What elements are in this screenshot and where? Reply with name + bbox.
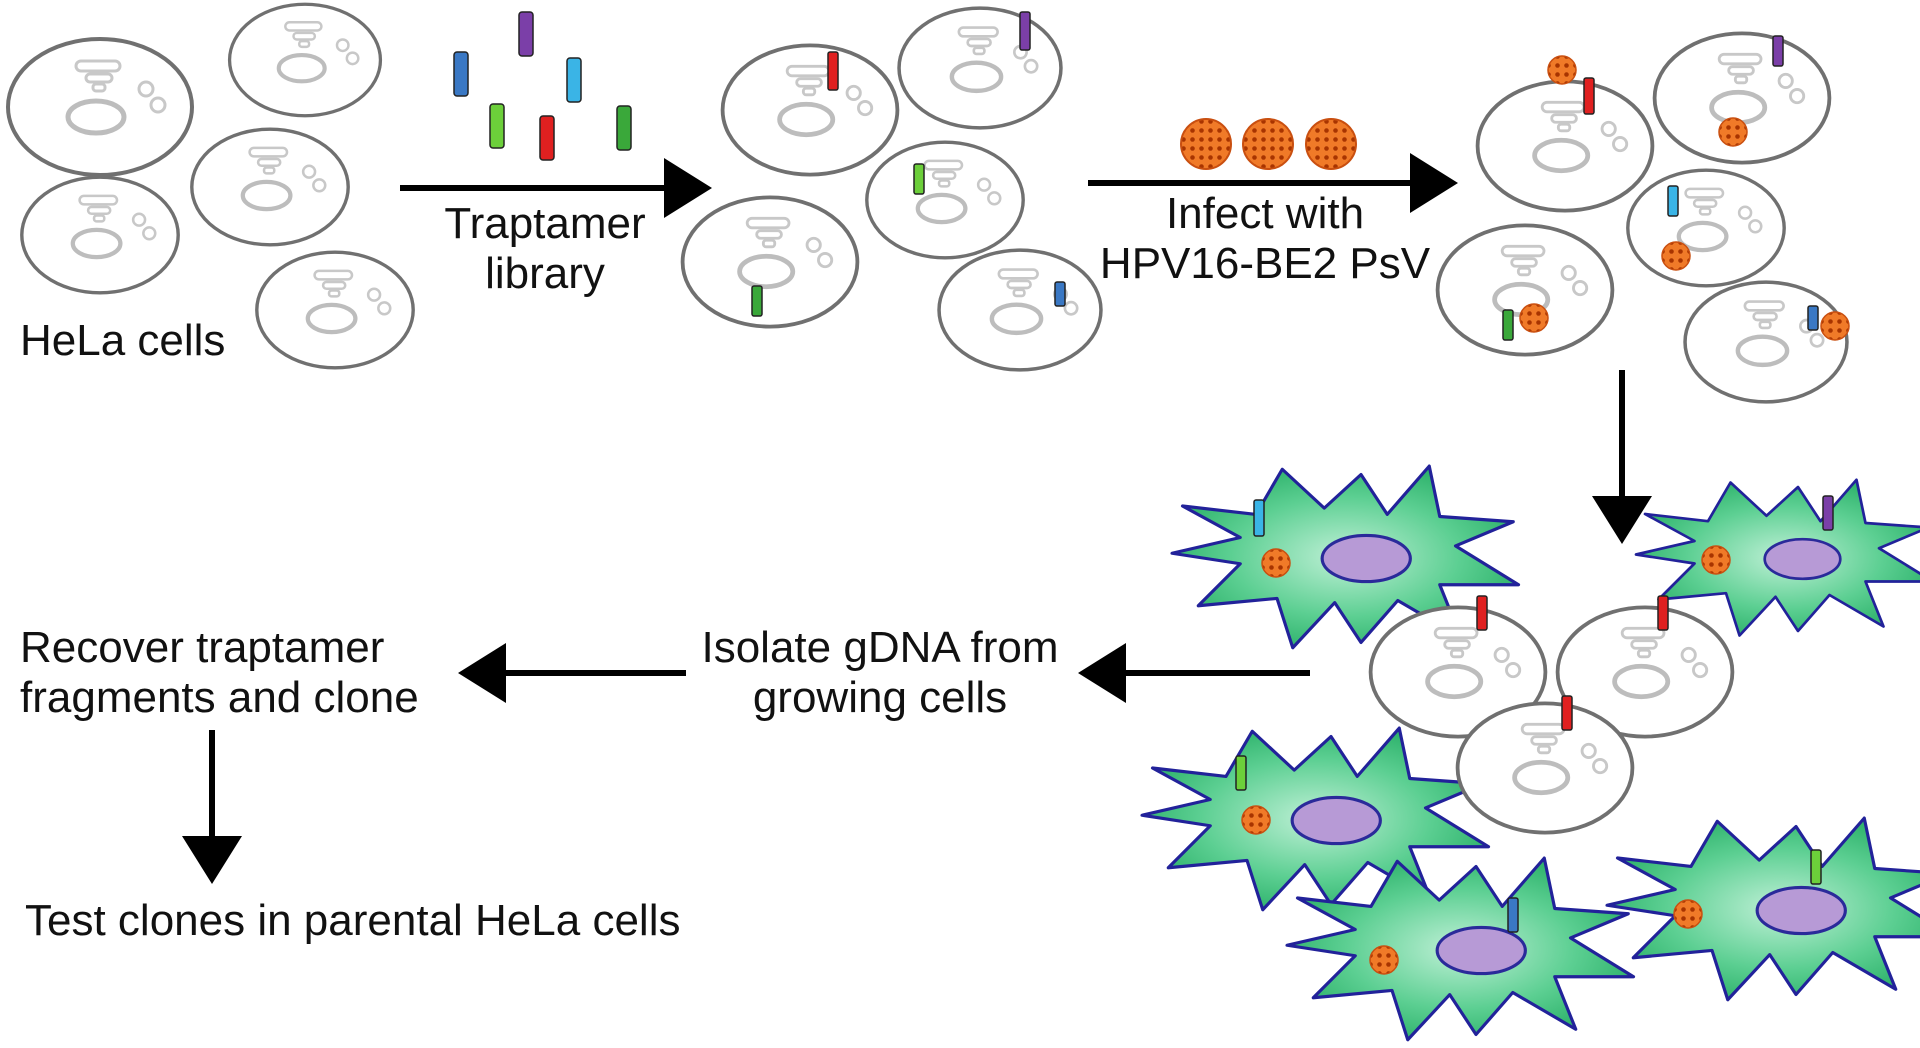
virus-particle — [1261, 548, 1291, 578]
hela-cell — [257, 252, 413, 368]
virus-particle — [1718, 117, 1748, 147]
virus-particle — [1242, 118, 1294, 170]
infected-cells-group — [1438, 33, 1850, 402]
traptamer — [1019, 11, 1031, 51]
traptamer-label-line2: library — [485, 249, 605, 298]
traptamer — [1054, 281, 1066, 307]
traptamer — [453, 51, 469, 97]
traptamer — [489, 103, 505, 149]
traptamer — [1502, 309, 1514, 341]
traptamer — [539, 115, 555, 161]
hela-cell — [8, 39, 192, 175]
traptamer — [1507, 897, 1519, 933]
traptamer — [1561, 695, 1573, 731]
virus-particle — [1673, 899, 1703, 929]
hela-cell — [1458, 703, 1633, 832]
hela-cell — [723, 45, 898, 174]
hela-cells-label: HeLa cells — [20, 316, 225, 365]
green-growing-cell — [1140, 726, 1491, 912]
hela-cell — [1478, 81, 1653, 210]
hela-cell — [1685, 282, 1847, 402]
transduced-cells-group — [683, 8, 1101, 370]
virus-particle — [1661, 241, 1691, 271]
traptamer — [518, 11, 534, 57]
hela-cell — [22, 177, 178, 293]
traptamer-library — [453, 11, 632, 161]
recover-label-line2: fragments and clone — [20, 673, 419, 722]
traptamer — [1583, 77, 1595, 115]
infect-label-line1: Infect with — [1166, 189, 1364, 238]
hela-cells-group: HeLa cells — [8, 4, 413, 368]
virus-particle — [1547, 55, 1577, 85]
traptamer — [1772, 35, 1784, 67]
recover-label-line1: Recover traptamer — [20, 623, 384, 672]
traptamer — [1667, 185, 1679, 217]
hela-cell — [192, 129, 348, 245]
virus-particle — [1701, 545, 1731, 575]
traptamer — [1476, 595, 1488, 631]
virus-particle — [1369, 945, 1399, 975]
traptamer — [1807, 305, 1819, 331]
traptamer — [751, 285, 763, 317]
virus-particle — [1820, 311, 1850, 341]
hela-cell — [230, 4, 381, 116]
traptamer — [616, 105, 632, 151]
traptamer — [913, 163, 925, 195]
virus-particle — [1241, 805, 1271, 835]
hela-cell — [1438, 225, 1613, 354]
virus-particle — [1305, 118, 1357, 170]
hela-cell — [1628, 170, 1784, 286]
green-growing-cell — [1605, 816, 1920, 1002]
isolate-label-line1: Isolate gDNA from — [701, 623, 1058, 672]
hela-cell — [939, 250, 1101, 370]
hela-cell — [683, 197, 858, 326]
traptamer — [827, 51, 839, 91]
test-label: Test clones in parental HeLa cells — [25, 896, 680, 945]
selected-cells-group — [1140, 464, 1920, 1042]
traptamer — [1253, 499, 1265, 537]
traptamer-label-line1: Traptamer — [444, 199, 645, 248]
virus-particle — [1180, 118, 1232, 170]
hela-cell — [899, 8, 1061, 128]
hela-cell — [867, 142, 1023, 258]
traptamer — [1657, 595, 1669, 631]
isolate-label-line2: growing cells — [753, 673, 1007, 722]
traptamer — [1822, 495, 1834, 531]
traptamer — [1810, 849, 1822, 885]
traptamer — [566, 57, 582, 103]
virus-particle — [1519, 303, 1549, 333]
traptamer — [1235, 755, 1247, 791]
infect-label-line2: HPV16-BE2 PsV — [1100, 239, 1431, 288]
